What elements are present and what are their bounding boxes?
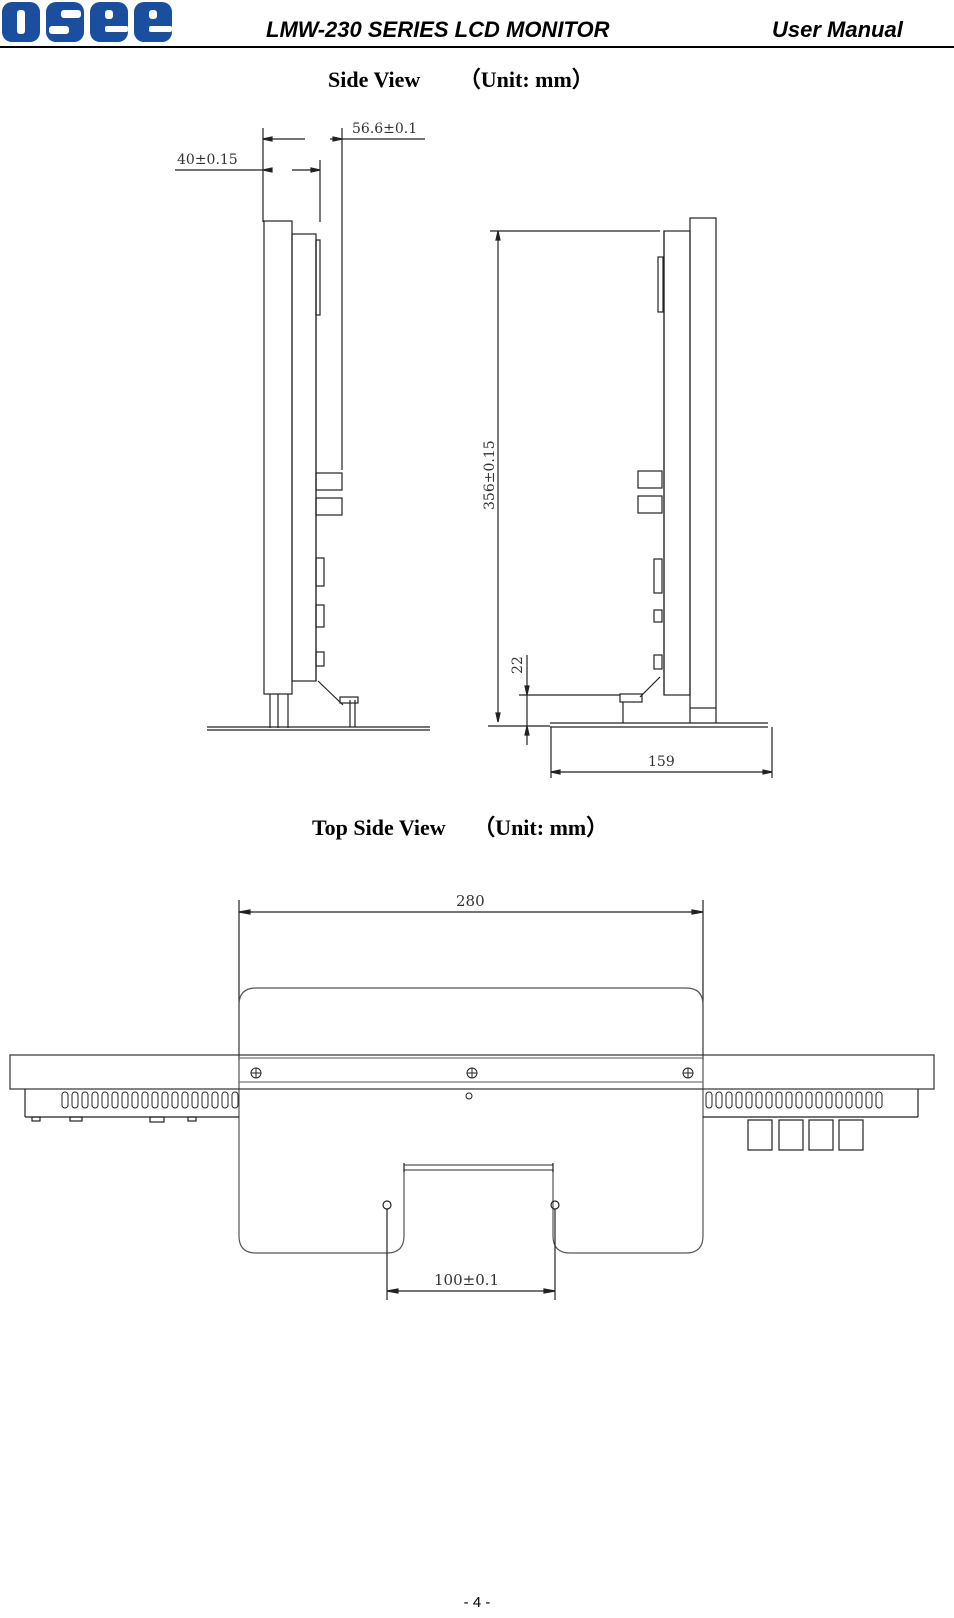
dim-foot-offset: 22 bbox=[510, 656, 526, 674]
document-title: LMW-230 SERIES LCD MONITOR bbox=[266, 17, 610, 42]
dim-width: 280 bbox=[456, 892, 485, 910]
header-divider bbox=[0, 46, 954, 48]
dim-depth-panel: 40±0.15 bbox=[177, 152, 238, 168]
document-kind: User Manual bbox=[772, 17, 903, 42]
dim-depth-total: 56.6±0.1 bbox=[352, 121, 417, 137]
page-header: LMW-230 SERIES LCD MONITOR User Manual bbox=[0, 0, 954, 48]
page-number: - 4 - bbox=[463, 1594, 491, 1611]
side-view-drawing: 56.6±0.1 40±0.15 356±0.15 22 159 bbox=[175, 121, 773, 778]
side-view-caption: Side View （Unit: mm） bbox=[328, 67, 594, 92]
dim-height: 356±0.15 bbox=[482, 440, 498, 510]
vent-slots bbox=[61, 1091, 883, 1109]
dim-hole-spacing: 100±0.1 bbox=[434, 1271, 499, 1289]
osee-logo bbox=[2, 2, 172, 42]
top-side-view-caption: Top Side View （Unit: mm） bbox=[312, 815, 609, 840]
dim-base-width: 159 bbox=[648, 754, 675, 770]
